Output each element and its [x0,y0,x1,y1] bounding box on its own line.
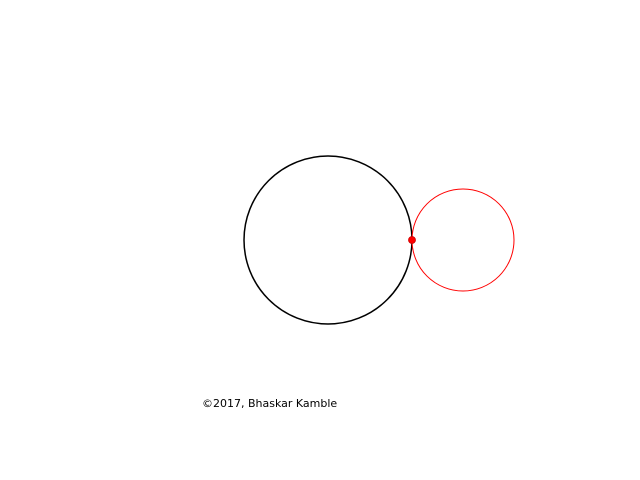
copyright-text: ©2017, Bhaskar Kamble [202,397,338,410]
fixed-circle [243,155,413,325]
contact-point [408,236,416,244]
rolling-circle [411,188,515,292]
